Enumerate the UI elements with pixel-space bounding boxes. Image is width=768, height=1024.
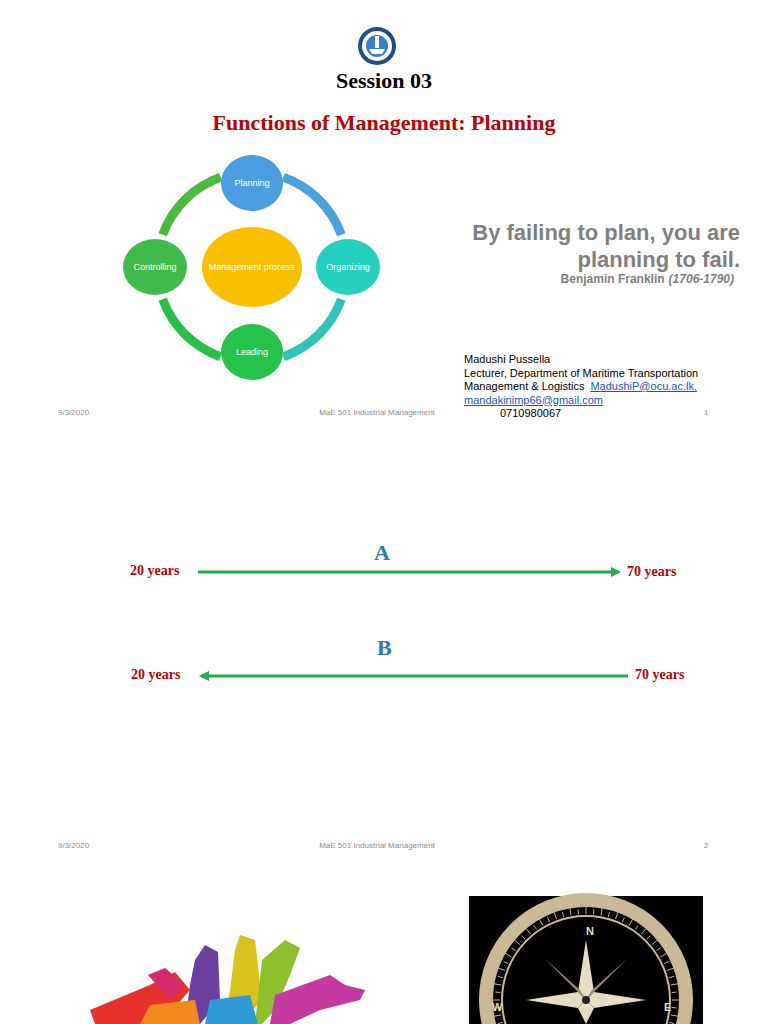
function-circle: Planning	[221, 155, 283, 211]
compass-letter: N	[586, 925, 594, 937]
function-circle: Organizing	[316, 239, 380, 295]
quote-text: By failing to plan, you are planning to …	[398, 219, 740, 273]
node-label: Controlling	[129, 260, 180, 275]
dial-tick	[671, 984, 680, 986]
compass-letter: W	[492, 1001, 502, 1013]
dial-tick	[608, 912, 609, 917]
dial-tick	[667, 968, 675, 971]
dial-tick	[664, 962, 669, 964]
dial-tick	[522, 936, 526, 940]
cycle-arc	[163, 177, 221, 234]
dial-tick	[652, 939, 659, 945]
age-label: 70 years	[627, 564, 676, 580]
dial-tick	[672, 1007, 677, 1008]
dial-tick	[629, 918, 634, 926]
dial-tick	[672, 992, 677, 993]
email-link: MadushiP@ocu.ac.lk,	[590, 380, 697, 392]
email-link: mandakinimp66@gmail.com	[464, 394, 754, 408]
footer-page: 2	[704, 841, 708, 850]
footer-date: 9/3/2020	[58, 841, 89, 850]
dial-tick	[593, 909, 594, 914]
dial-tick	[534, 925, 537, 929]
dial-tick	[615, 911, 618, 919]
node-label: Management process	[205, 260, 300, 275]
dial-tick	[586, 905, 587, 914]
dial-tick	[495, 992, 500, 993]
cycle-arc	[283, 177, 341, 234]
dial-tick	[669, 976, 674, 977]
dial-tick	[641, 927, 647, 934]
dial-tick	[498, 1022, 503, 1023]
footer-date: 9/3/2020	[58, 408, 89, 417]
dial-tick	[601, 906, 603, 915]
university-logo	[358, 27, 396, 65]
dial-tick	[525, 927, 531, 934]
node-label: Leading	[232, 345, 272, 360]
dial-tick	[497, 968, 505, 971]
dial-tick	[635, 925, 638, 929]
dial-tick	[504, 953, 512, 958]
footer-course: MaE 501 Industrial Management	[277, 841, 477, 850]
arrow-label: B	[377, 635, 392, 661]
center-circle: Management process	[202, 227, 302, 307]
phone-number: 0710980067	[464, 407, 754, 421]
dial-tick	[622, 918, 624, 923]
presenter-name: Madushi Pussella	[464, 353, 754, 367]
dial-tick	[660, 953, 668, 958]
cycle-arc	[163, 299, 221, 356]
timeline-arrow	[198, 571, 619, 574]
dial-tick	[562, 912, 563, 917]
age-label: 20 years	[131, 667, 180, 683]
dial-tick	[492, 984, 501, 986]
compass-picture	[469, 896, 703, 1024]
node-label: Organizing	[322, 260, 374, 275]
dial-tick	[647, 936, 651, 940]
arrow-label: A	[374, 540, 390, 566]
dial-tick	[672, 1000, 681, 1001]
dial-tick	[492, 1015, 501, 1017]
timeline-arrow	[201, 675, 628, 678]
presenter-role: Lecturer, Department of Maritime Transpo…	[464, 367, 754, 394]
dial-tick	[504, 962, 509, 964]
hands-picture	[90, 935, 365, 1024]
cycle-arc	[283, 299, 341, 356]
dial-tick	[656, 948, 660, 951]
dial-tick	[554, 911, 557, 919]
slide-subtitle: Functions of Management: Planning	[0, 110, 768, 136]
dial-tick	[511, 948, 515, 951]
dial-tick	[578, 909, 579, 914]
dial-tick	[548, 918, 550, 923]
age-label: 20 years	[130, 563, 179, 579]
dial-tick	[539, 918, 544, 926]
function-circle: Controlling	[123, 239, 187, 295]
compass-letter: E	[664, 1001, 671, 1013]
presenter-info: Madushi PussellaLecturer, Department of …	[464, 353, 754, 421]
author-years: (1706-1790)	[669, 272, 734, 286]
slide-title: Session 03	[0, 68, 768, 94]
dial-tick	[491, 1000, 500, 1001]
age-label: 70 years	[635, 667, 684, 683]
dial-tick	[669, 1022, 674, 1023]
footer-page: 1	[704, 408, 708, 417]
dial-tick	[570, 906, 572, 915]
dial-tick	[671, 1015, 680, 1017]
node-label: Planning	[230, 176, 273, 191]
dial-tick	[498, 976, 503, 977]
quote-attribution: Benjamin Franklin (1706-1790)	[420, 272, 734, 286]
dial-tick	[513, 939, 520, 945]
author-name: Benjamin Franklin	[561, 272, 665, 286]
footer-course: MaE 501 Industrial Management	[277, 408, 477, 417]
function-circle: Leading	[221, 324, 283, 380]
